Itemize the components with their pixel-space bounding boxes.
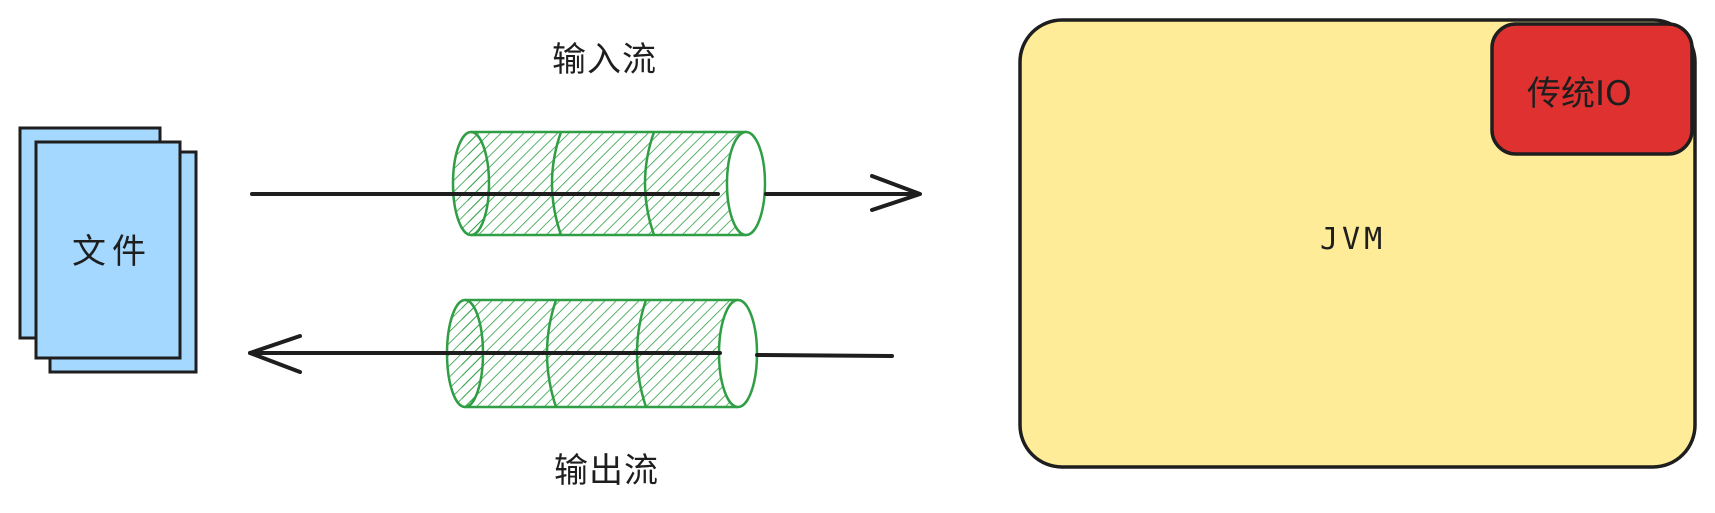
file-stack-icon <box>18 126 198 374</box>
input-stream-label: 输入流 <box>552 40 657 80</box>
jvm-label: JVM <box>1320 222 1387 257</box>
input-stream-pipe <box>451 130 767 237</box>
output-stream-label: 输出流 <box>554 451 659 491</box>
file-label: 文件 <box>72 232 152 272</box>
input-stream-arrow <box>250 174 922 212</box>
traditional-io-box <box>1490 22 1694 156</box>
output-stream-arrow <box>248 334 894 374</box>
traditional-io-label: 传统IO <box>1527 74 1632 114</box>
